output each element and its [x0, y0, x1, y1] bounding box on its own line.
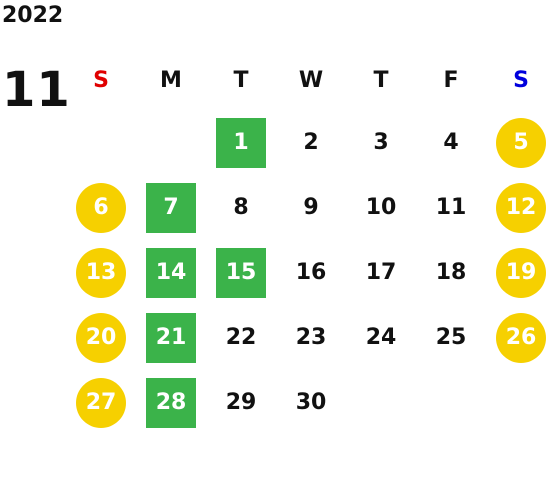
calendar-cell: 4 — [416, 110, 486, 175]
day-29[interactable]: 29 — [225, 390, 257, 415]
calendar-cell — [486, 370, 548, 435]
weekday-saturday: S — [513, 67, 529, 93]
calendar-cell: 18 — [416, 240, 486, 305]
calendar-cell: 21 — [136, 305, 206, 370]
calendar-cell — [136, 110, 206, 175]
calendar-cell: 19 — [486, 240, 548, 305]
weekday-wednesday: W — [298, 67, 324, 93]
day-9[interactable]: 9 — [303, 195, 319, 220]
calendar-cell: 9 — [276, 175, 346, 240]
day-4[interactable]: 4 — [443, 130, 459, 155]
calendar-cell: 11 — [416, 175, 486, 240]
calendar-cell: 26 — [486, 305, 548, 370]
day-2[interactable]: 2 — [303, 130, 319, 155]
day-3[interactable]: 3 — [373, 130, 389, 155]
calendar-cell: 20 — [66, 305, 136, 370]
calendar-cell: 25 — [416, 305, 486, 370]
calendar-cell: 16 — [276, 240, 346, 305]
weekday-thursday: T — [373, 67, 389, 93]
calendar-cell: 2 — [276, 110, 346, 175]
calendar-cell: 17 — [346, 240, 416, 305]
calendar-cell: 15 — [206, 240, 276, 305]
calendar-cell: 12 — [486, 175, 548, 240]
day-21[interactable]: 21 — [146, 312, 196, 363]
day-16[interactable]: 16 — [295, 260, 327, 285]
day-19[interactable]: 19 — [496, 247, 546, 298]
day-6[interactable]: 6 — [76, 182, 126, 233]
calendar-cell: 7 — [136, 175, 206, 240]
day-22[interactable]: 22 — [225, 325, 257, 350]
calendar-cell: 28 — [136, 370, 206, 435]
day-28[interactable]: 28 — [146, 377, 196, 428]
month-number: 11 — [2, 62, 71, 118]
day-5[interactable]: 5 — [496, 117, 546, 168]
day-12[interactable]: 12 — [496, 182, 546, 233]
day-1[interactable]: 1 — [216, 117, 266, 168]
calendar-cell: 6 — [66, 175, 136, 240]
day-30[interactable]: 30 — [295, 390, 327, 415]
calendar-cell: 23 — [276, 305, 346, 370]
year-label: 2022 — [2, 3, 64, 28]
calendar-cell: 1 — [206, 110, 276, 175]
weekday-sunday: S — [93, 67, 109, 93]
day-11[interactable]: 11 — [435, 195, 467, 220]
day-24[interactable]: 24 — [365, 325, 397, 350]
calendar-cell: 30 — [276, 370, 346, 435]
calendar-cell: 29 — [206, 370, 276, 435]
day-13[interactable]: 13 — [76, 247, 126, 298]
calendar-cell: 5 — [486, 110, 548, 175]
day-8[interactable]: 8 — [233, 195, 249, 220]
day-26[interactable]: 26 — [496, 312, 546, 363]
calendar-cell — [416, 370, 486, 435]
calendar-cell: 27 — [66, 370, 136, 435]
calendar-cell: 3 — [346, 110, 416, 175]
day-23[interactable]: 23 — [295, 325, 327, 350]
day-7[interactable]: 7 — [146, 182, 196, 233]
calendar-cell: 10 — [346, 175, 416, 240]
weekday-friday: F — [443, 67, 459, 93]
day-15[interactable]: 15 — [216, 247, 266, 298]
weekday-monday: M — [160, 67, 182, 93]
day-10[interactable]: 10 — [365, 195, 397, 220]
calendar-cell: 13 — [66, 240, 136, 305]
calendar-cell: 22 — [206, 305, 276, 370]
calendar-cell: 8 — [206, 175, 276, 240]
weekday-tuesday: T — [233, 67, 249, 93]
day-27[interactable]: 27 — [76, 377, 126, 428]
calendar-cell — [346, 370, 416, 435]
calendar-cell: 24 — [346, 305, 416, 370]
day-17[interactable]: 17 — [365, 260, 397, 285]
calendar-cell — [66, 110, 136, 175]
calendar-cell: 14 — [136, 240, 206, 305]
day-20[interactable]: 20 — [76, 312, 126, 363]
day-18[interactable]: 18 — [435, 260, 467, 285]
day-14[interactable]: 14 — [146, 247, 196, 298]
day-25[interactable]: 25 — [435, 325, 467, 350]
